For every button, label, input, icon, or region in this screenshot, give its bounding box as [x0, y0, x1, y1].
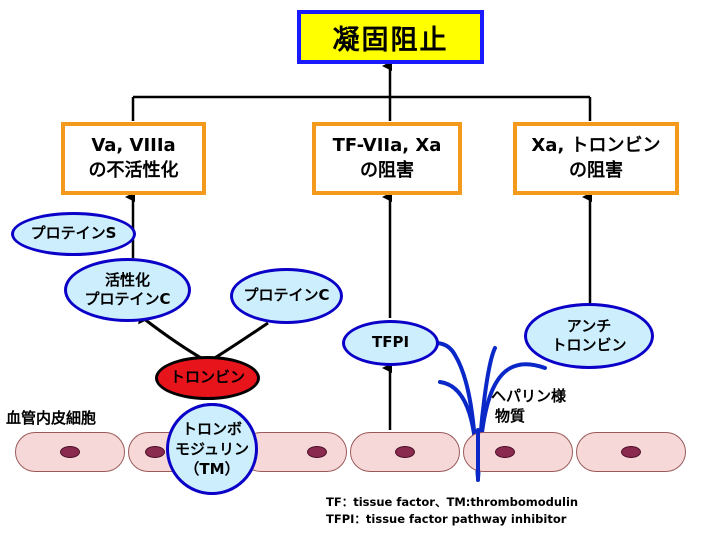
ellipse-antithrombin: アンチ トロンビン [524, 303, 654, 369]
tm-label-line1: トロンボ [181, 419, 242, 438]
ellipse-activated-protein-c: 活性化 プロテインC [64, 258, 191, 322]
endothelium-label: 血管内皮細胞 [6, 409, 97, 427]
endothelial-cell [576, 432, 686, 472]
endothelial-cell [241, 432, 347, 472]
cell-nucleus [306, 446, 327, 458]
thrombin-label: トロンビン [169, 368, 245, 387]
ellipse-thrombin: トロンビン [155, 356, 260, 400]
endothelial-cell [350, 432, 460, 472]
tm-label-line2: モジュリン [175, 439, 249, 458]
box-tf-viia-xa-inhibition: TF-VIIa, Xa の阻害 [312, 122, 462, 195]
protein-c-label: プロテインC [243, 286, 330, 305]
cell-nucleus [495, 446, 516, 458]
box-line1: Va, VIIIa [91, 135, 176, 157]
cell-nucleus [144, 446, 165, 458]
tm-label-line3: （TM） [184, 460, 240, 479]
tfpi-label: TFPI [371, 333, 410, 352]
box-va-viiia-inactivation: Va, VIIIa の不活性化 [61, 122, 206, 195]
box-xa-thrombin-inhibition: Xa, トロンビン の阻害 [513, 122, 679, 195]
endothelial-cell [15, 432, 125, 472]
antithrombin-label-line2: トロンビン [551, 336, 627, 354]
heparin-label-line1: ヘパリン様 [491, 387, 567, 405]
ellipse-protein-c: プロテインC [230, 268, 343, 324]
ellipse-protein-s: プロテインS [11, 212, 136, 256]
antithrombin-label-line1: アンチ [566, 316, 612, 335]
ellipse-thrombomodulin-front: トロンボ モジュリン （TM） [166, 403, 258, 495]
footnote-line2: TFPI：tissue factor pathway inhibitor [326, 512, 567, 526]
heparin-like-label: ヘパリン様 物質 [491, 386, 566, 427]
box-line2: の阻害 [569, 159, 623, 181]
endothelial-cell [463, 432, 573, 472]
heparin-label-line2: 物質 [495, 407, 526, 426]
box-line2: の阻害 [360, 159, 414, 181]
title-text: 凝固阻止 [332, 24, 449, 56]
apc-label-line2: プロテインC [84, 290, 171, 308]
cell-nucleus [60, 446, 80, 458]
box-line2: の不活性化 [88, 159, 179, 181]
box-line1: Xa, トロンビン [531, 135, 661, 157]
cell-nucleus [621, 446, 641, 458]
footnote-line1: TF：tissue factor、TM:thrombomodulin [326, 495, 579, 509]
cell-nucleus [395, 446, 415, 458]
bracket-connector [131, 95, 592, 121]
ellipse-tfpi: TFPI [342, 320, 439, 366]
box-line1: TF-VIIa, Xa [332, 135, 442, 157]
protein-s-label: プロテインS [30, 224, 117, 243]
apc-label-line1: 活性化 [104, 270, 150, 289]
title-box: 凝固阻止 [297, 10, 484, 64]
